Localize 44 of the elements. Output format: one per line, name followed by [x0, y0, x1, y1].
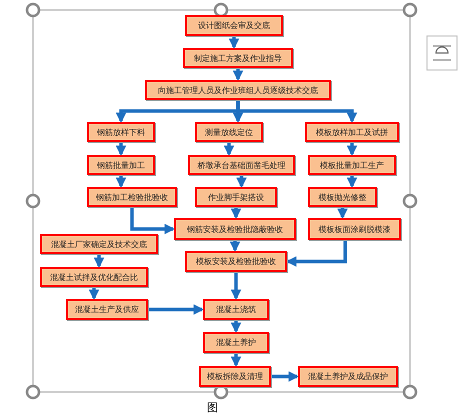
process-box: 钢筋批量加工 [87, 155, 155, 175]
process-box: 模板批量加工生产 [308, 155, 396, 175]
process-box: 测量放线定位 [195, 122, 263, 142]
process-box: 钢筋安装及检验批隐蔽验收 [174, 218, 296, 240]
process-box: 设计图纸会审及交底 [185, 15, 283, 36]
process-box: 制定施工方案及作业指导 [183, 48, 293, 68]
process-box: 钢筋加工检验批验收 [87, 187, 177, 207]
arrow [232, 68, 244, 82]
arrow [116, 142, 126, 156]
arrow [228, 36, 240, 50]
process-box: 模板抛光修整 [308, 187, 377, 207]
process-box: 模板拆除及清理 [199, 366, 271, 387]
arrow [346, 175, 358, 188]
process-box: 模板放样加工及试拼 [305, 122, 399, 142]
arrow [230, 207, 242, 220]
process-box: 桥墩承台基础面凿毛处理 [188, 155, 295, 175]
arrow [346, 142, 358, 156]
arrow [337, 207, 348, 220]
process-box: 混凝土生产及供应 [66, 299, 148, 320]
arrow [236, 100, 358, 124]
arrow [230, 320, 242, 334]
arrow [236, 175, 247, 188]
arrow [230, 353, 242, 368]
process-box: 钢筋放样下料 [87, 122, 155, 142]
arrow [224, 142, 234, 156]
process-box: 混凝土养护 [203, 332, 269, 353]
arrow [116, 175, 126, 188]
arrow [230, 240, 240, 252]
process-box: 混凝土浇筑 [203, 299, 269, 320]
arrow [286, 240, 347, 267]
process-box: 向施工管理人员及作业班组人员逐级技术交底 [145, 80, 331, 100]
arrow [271, 371, 300, 382]
figure-caption: 图 [207, 400, 218, 415]
arrow [94, 254, 104, 268]
arrow [88, 287, 100, 300]
arrow [230, 272, 242, 300]
arrow [130, 207, 176, 234]
process-box: 混凝土试拌及优化配合比 [40, 267, 148, 287]
process-box: 模板安装及检验批验收 [185, 251, 287, 272]
process-box: 混凝土厂家确定及技术交底 [40, 234, 158, 254]
process-box: 混凝土养护及成品保护 [298, 366, 398, 387]
process-box: 作业脚手架搭设 [195, 187, 277, 207]
process-box: 模板板面涂刷脱模漆 [308, 218, 401, 240]
arrow [148, 304, 204, 315]
